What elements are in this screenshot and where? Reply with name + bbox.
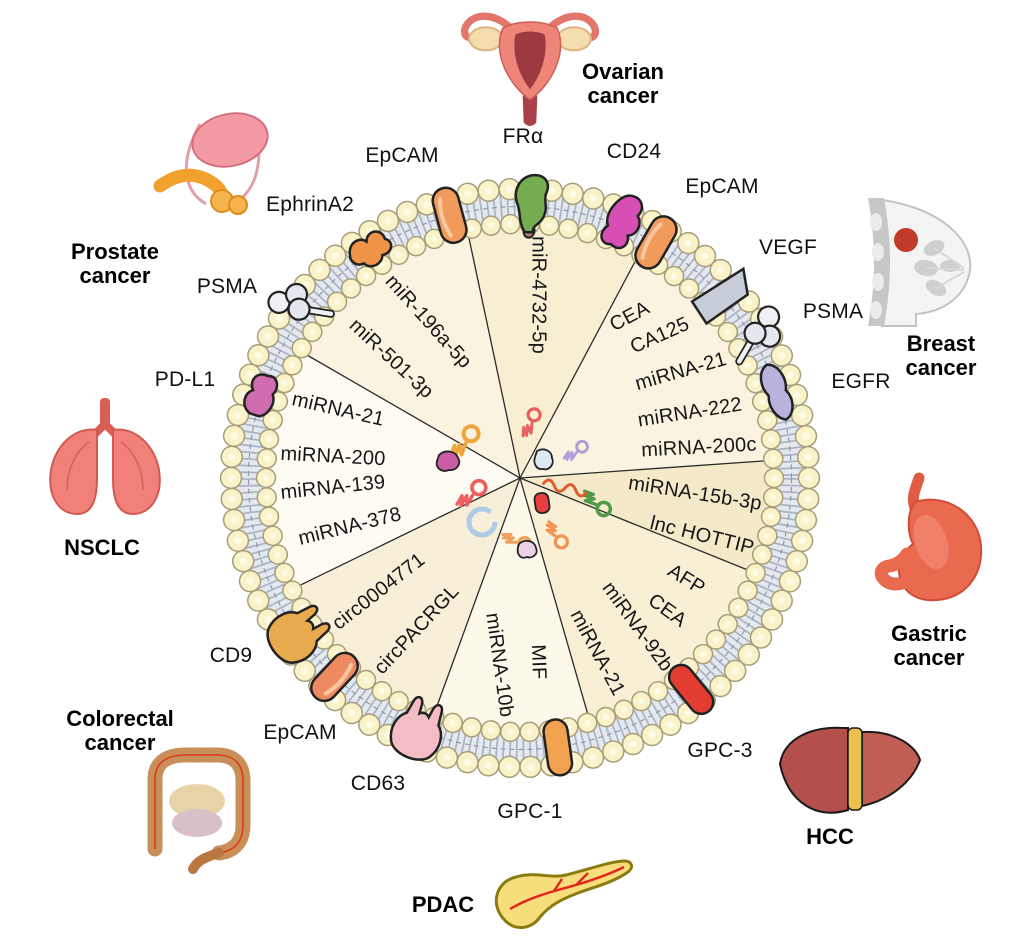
pancreas-illustration <box>494 859 633 929</box>
stomach-illustration <box>874 472 983 602</box>
marker-label-vegf: VEGF <box>759 236 817 259</box>
marker-label-gpc3: GPC-3 <box>687 739 753 762</box>
cancer-label-prostate: Prostate cancer <box>70 238 160 288</box>
cancer-label-line: cancer <box>893 645 965 670</box>
cancer-label-line: cancer <box>84 730 156 755</box>
marker-label-pdl1: PD-L1 <box>154 368 216 391</box>
marker-label-ephrina2: EphrinA2 <box>266 193 354 216</box>
wedge-disc <box>270 228 770 728</box>
uterus-illustration <box>460 12 600 126</box>
intestine-illustration <box>147 747 251 874</box>
marker-label-gpc1: GPC-1 <box>497 800 563 823</box>
cancer-label-line: Ovarian <box>582 58 664 84</box>
cancer-label-line: Gastric <box>891 620 967 646</box>
marker-label-cd63: CD63 <box>350 772 406 795</box>
circrna-icon <box>466 506 498 538</box>
membrane-bead-highlights-outer <box>227 185 813 771</box>
cancer-label-line: NSCLC <box>64 534 140 560</box>
wedge-pdac <box>435 478 589 726</box>
protein-blob-icon <box>533 491 551 515</box>
cancer-label-line: HCC <box>806 823 854 849</box>
wedge-colorectal <box>297 478 520 711</box>
cd24-protein-icon <box>600 194 644 250</box>
marker-label-epcam-top-right: EpCAM <box>685 175 759 198</box>
cancer-label-hcc: HCC <box>806 823 854 849</box>
marker-label-epcam-top-left: EpCAM <box>365 144 439 167</box>
cancer-label-line: Breast <box>906 330 976 356</box>
marker-label-fr-alpha: FRα <box>502 125 544 148</box>
protein-blob-icon <box>516 539 538 559</box>
membrane-proteins <box>243 173 797 779</box>
marker-label-epcam-bottom-left: EpCAM <box>263 721 337 744</box>
wedge-nsclc <box>271 354 520 587</box>
marker-label-egfr: EGFR <box>831 370 891 393</box>
mrna-strand-icon <box>541 478 589 498</box>
ephrina2-protein-icon <box>348 230 393 268</box>
cancer-label-line: Colorectal <box>66 705 174 731</box>
wedge-prostate <box>305 235 520 478</box>
cancer-label-ovarian: Ovarian cancer <box>582 58 664 108</box>
cancer-label-line: Prostate <box>70 238 160 264</box>
wedge-ovarian <box>468 229 637 478</box>
cancer-label-nsclc: NSCLC <box>64 534 140 560</box>
protein-blob-icon <box>533 448 554 471</box>
cancer-label-colorectal: Colorectal cancer <box>66 705 174 755</box>
tumor-icon <box>894 228 918 252</box>
wedge-hcc <box>520 478 750 717</box>
vegf-protein-icon <box>690 266 750 326</box>
protein-blob-icon <box>435 450 461 472</box>
breast-illustration <box>868 198 972 327</box>
exosome-cargo-molecules <box>435 404 615 559</box>
pdl1-protein-icon <box>243 373 279 418</box>
wedge-gastric <box>520 460 768 571</box>
cancer-label-line: cancer <box>587 83 659 108</box>
marker-label-psma-left: PSMA <box>196 275 258 298</box>
egfr-protein-icon <box>759 363 794 421</box>
cancer-label-pdac: PDAC <box>411 891 475 917</box>
wedge-item-ovarian: miR-4732-5p <box>527 236 550 354</box>
fr-alpha-protein-icon <box>514 173 550 239</box>
marker-label-cd24: CD24 <box>606 140 662 163</box>
liver-illustration <box>778 726 922 814</box>
lungs-illustration <box>49 398 161 516</box>
wedge-item-pdac: MIF <box>526 644 551 680</box>
membrane-bead-highlights-inner <box>263 221 777 735</box>
cancer-label-breast: Breast cancer <box>905 330 977 380</box>
cancer-label-line: PDAC <box>411 891 475 917</box>
prostate-illustration <box>153 112 269 215</box>
marker-label-psma-right: PSMA <box>802 300 864 323</box>
cancer-label-line: cancer <box>905 355 977 380</box>
cancer-label-line: cancer <box>79 263 151 288</box>
marker-label-cd9: CD9 <box>209 644 253 667</box>
cancer-label-gastric: Gastric cancer <box>891 620 967 670</box>
wedge-divider-lines <box>296 235 768 717</box>
